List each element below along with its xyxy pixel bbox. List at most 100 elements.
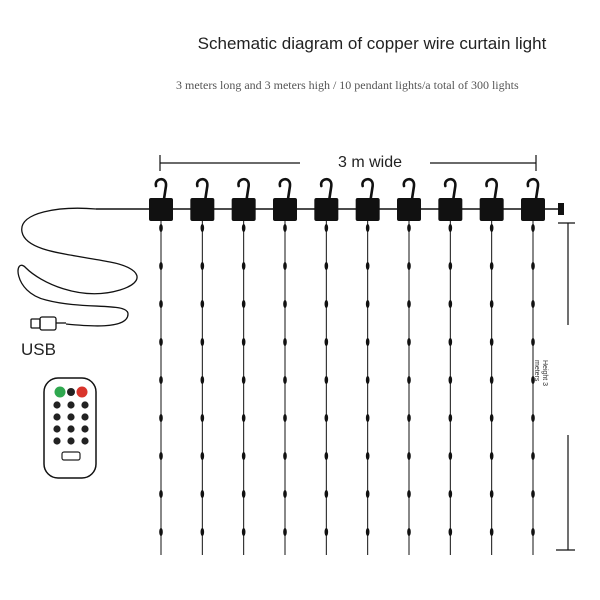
strand-clip bbox=[479, 198, 504, 221]
strand-clip bbox=[397, 198, 421, 221]
diagram-subtitle: 3 meters long and 3 meters high / 10 pen… bbox=[176, 78, 519, 92]
remote-control-icon bbox=[43, 377, 97, 479]
bulb bbox=[283, 300, 287, 308]
bulb bbox=[407, 262, 411, 270]
bulb bbox=[448, 528, 453, 536]
bulb bbox=[407, 338, 411, 346]
strand-clip bbox=[231, 198, 256, 221]
bulb bbox=[365, 414, 370, 422]
bulb bbox=[407, 224, 411, 232]
bulb bbox=[159, 528, 163, 536]
bulb bbox=[241, 490, 246, 498]
bulb bbox=[324, 452, 329, 460]
bulb bbox=[324, 376, 329, 384]
bulb bbox=[365, 490, 370, 498]
strand-clip bbox=[438, 198, 463, 221]
hook-icon bbox=[361, 177, 374, 201]
bulb bbox=[200, 414, 205, 422]
bulb bbox=[489, 376, 494, 384]
hook-icon bbox=[319, 177, 333, 201]
height-dimension-line bbox=[556, 222, 575, 551]
bulb bbox=[531, 376, 535, 384]
bulb bbox=[489, 338, 494, 346]
bulb bbox=[489, 414, 494, 422]
bulb bbox=[241, 300, 246, 308]
strand-clip bbox=[273, 198, 297, 221]
strand-6 bbox=[355, 177, 380, 555]
bulb bbox=[489, 224, 494, 232]
bulb bbox=[448, 300, 453, 308]
bulb bbox=[241, 338, 246, 346]
light-strands bbox=[149, 177, 545, 555]
hook-icon bbox=[485, 177, 498, 201]
hook-icon bbox=[526, 177, 540, 201]
bulb bbox=[448, 490, 453, 498]
bulb bbox=[448, 262, 453, 270]
bulb bbox=[283, 376, 287, 384]
strand-8 bbox=[438, 177, 463, 555]
bulb bbox=[407, 300, 411, 308]
bulb bbox=[159, 262, 163, 270]
bulb bbox=[531, 262, 535, 270]
bulb bbox=[407, 490, 411, 498]
hook-icon bbox=[195, 177, 209, 201]
bulb bbox=[241, 528, 246, 536]
bulb bbox=[531, 528, 535, 536]
hook-icon bbox=[237, 177, 250, 201]
bulb bbox=[241, 452, 246, 460]
bulb bbox=[448, 376, 453, 384]
bulb bbox=[283, 414, 287, 422]
bulb bbox=[159, 300, 163, 308]
bulb bbox=[365, 376, 370, 384]
bulb bbox=[365, 224, 370, 232]
bulb bbox=[324, 414, 329, 422]
strand-7 bbox=[397, 177, 421, 555]
strand-2 bbox=[190, 177, 215, 555]
bulb bbox=[200, 376, 205, 384]
bulb bbox=[531, 224, 535, 232]
bulb bbox=[531, 490, 535, 498]
bulb bbox=[324, 262, 329, 270]
bulb bbox=[448, 338, 453, 346]
hook-icon bbox=[154, 177, 168, 201]
bulb bbox=[531, 338, 535, 346]
bulb bbox=[324, 490, 329, 498]
bulb bbox=[448, 452, 453, 460]
strand-clip bbox=[149, 198, 173, 221]
bulb bbox=[407, 414, 411, 422]
bulb bbox=[448, 414, 453, 422]
bulb bbox=[489, 262, 494, 270]
bulb bbox=[200, 262, 205, 270]
bulb bbox=[324, 300, 329, 308]
bulb bbox=[200, 452, 205, 460]
bulb bbox=[241, 262, 246, 270]
width-dimension-line bbox=[159, 155, 537, 171]
bulb bbox=[200, 528, 205, 536]
strand-clip bbox=[190, 198, 215, 221]
hook-icon bbox=[402, 177, 416, 201]
strand-1 bbox=[149, 177, 173, 555]
bulb bbox=[241, 414, 246, 422]
bulb bbox=[365, 300, 370, 308]
bulb bbox=[200, 490, 205, 498]
strand-clip bbox=[355, 198, 380, 221]
bulb bbox=[407, 376, 411, 384]
bulb bbox=[283, 224, 287, 232]
bulb bbox=[200, 224, 205, 232]
bulb bbox=[283, 528, 287, 536]
bulb bbox=[489, 528, 494, 536]
bulb bbox=[200, 300, 205, 308]
strand-4 bbox=[273, 177, 297, 555]
usb-label: USB bbox=[21, 340, 56, 359]
strand-10 bbox=[521, 177, 545, 555]
bulb bbox=[159, 452, 163, 460]
bulb bbox=[283, 490, 287, 498]
bulb bbox=[365, 338, 370, 346]
bulb bbox=[365, 262, 370, 270]
strand-clip bbox=[314, 198, 339, 221]
bulb bbox=[159, 490, 163, 498]
bulb bbox=[489, 300, 494, 308]
bulb bbox=[241, 224, 246, 232]
bulb bbox=[324, 338, 329, 346]
